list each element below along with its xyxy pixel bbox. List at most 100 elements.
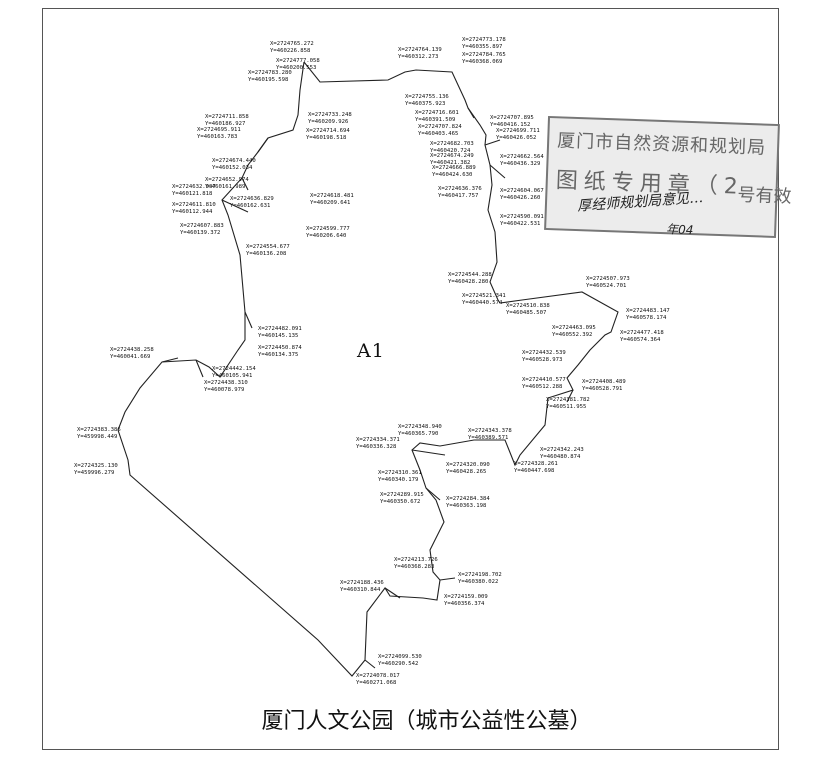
coordinate-y-label: Y=460290.542 <box>378 661 418 667</box>
coordinate-y-label: Y=460209.926 <box>308 119 348 125</box>
coordinate-x-label: X=2724482.091 <box>258 326 302 332</box>
coordinate-y-label: Y=460528.791 <box>582 386 622 392</box>
coordinate-y-label: Y=460310.844 <box>340 587 381 593</box>
coordinate-y-label: Y=460078.979 <box>204 387 244 393</box>
coordinate-y-label: Y=460209.641 <box>310 200 350 206</box>
coordinate-y-label: Y=459998.449 <box>77 434 117 440</box>
coordinate-x-label: X=2724755.136 <box>405 94 449 100</box>
coordinate-y-label: Y=460511.955 <box>546 404 586 410</box>
coordinate-x-label: X=2724695.911 <box>197 127 241 133</box>
coordinate-x-label: X=2724099.530 <box>378 654 422 660</box>
coordinate-y-label: Y=460195.598 <box>248 77 289 83</box>
coordinate-y-label: Y=460524.701 <box>586 283 626 289</box>
coordinate-y-label: Y=460112.944 <box>172 209 213 215</box>
coordinate-y-label: Y=460200.553 <box>276 65 316 71</box>
coordinate-x-label: X=2724783.280 <box>248 70 292 76</box>
parcel-boundary-line <box>117 61 619 677</box>
coordinate-y-label: Y=460380.022 <box>458 579 498 585</box>
coordinate-y-label: Y=460480.874 <box>540 454 581 460</box>
coordinate-y-label: Y=460134.375 <box>258 352 298 358</box>
coordinate-y-label: Y=460426.260 <box>500 195 540 201</box>
coordinate-x-label: X=2724674.440 <box>212 158 256 164</box>
coordinate-x-label: X=2724590.091 <box>500 214 544 220</box>
coordinate-x-label: X=2724408.489 <box>582 379 626 385</box>
coordinate-y-label: Y=460578.174 <box>626 315 667 321</box>
coordinate-y-label: Y=460417.757 <box>438 193 478 199</box>
coordinate-y-label: Y=460340.179 <box>378 477 418 483</box>
coordinate-x-label: X=2724777.058 <box>276 58 320 64</box>
coordinate-x-label: X=2724707.895 <box>490 115 534 121</box>
coordinate-x-label: X=2724343.378 <box>468 428 512 434</box>
coordinate-y-label: Y=460312.273 <box>398 54 438 60</box>
coordinate-y-label: Y=460365.790 <box>398 431 438 437</box>
coordinate-y-label: Y=460528.973 <box>522 357 562 363</box>
coordinate-y-label: Y=460350.672 <box>380 499 420 505</box>
coordinate-x-label: X=2724733.248 <box>308 112 352 118</box>
coordinate-x-label: X=2724554.677 <box>246 244 290 250</box>
map-title: 厦门人文公园（城市公益性公墓） <box>261 709 592 734</box>
coordinate-y-label: Y=460403.465 <box>418 131 458 137</box>
coordinate-y-label: Y=460139.372 <box>180 230 220 236</box>
coordinate-y-label: Y=460416.152 <box>490 122 530 128</box>
coordinate-x-label: X=2724636.829 <box>230 196 274 202</box>
coordinate-y-label: Y=460161.989 <box>205 184 245 190</box>
coordinate-y-label: Y=460512.288 <box>522 384 563 390</box>
coordinate-y-label: Y=460206.640 <box>306 233 346 239</box>
coordinate-x-label: X=2724699.711 <box>496 128 540 134</box>
coordinate-x-label: X=2724483.147 <box>626 308 670 314</box>
handwritten-date: 年04 <box>665 222 694 238</box>
coordinate-y-label: Y=460391.509 <box>415 117 455 123</box>
coordinate-y-label: Y=460356.374 <box>444 601 485 607</box>
coordinate-x-label: X=2724618.481 <box>310 193 354 199</box>
stamp-line-1: 厦门市自然资源和规划局 <box>556 130 767 159</box>
coordinate-x-label: X=2724442.154 <box>212 366 256 372</box>
coordinate-x-label: X=2724381.782 <box>546 397 590 403</box>
coordinate-x-label: X=2724711.858 <box>205 114 249 120</box>
approval-stamp: 厦门市自然资源和规划局 图纸专用章（2 号有效 厚经师规划局意见… 年04 <box>544 115 792 239</box>
coordinate-x-label: X=2724328.261 <box>514 461 558 467</box>
coordinate-y-label: Y=460426.052 <box>496 135 536 141</box>
coordinate-x-label: X=2724284.384 <box>446 496 490 502</box>
coordinate-x-label: X=2724604.067 <box>500 188 544 194</box>
coordinate-x-label: X=2724682.703 <box>430 141 474 147</box>
coordinate-x-label: X=2724666.889 <box>432 165 476 171</box>
coordinate-y-label: Y=460336.328 <box>356 444 397 450</box>
coordinate-y-label: Y=460485.507 <box>506 310 546 316</box>
coordinate-y-label: Y=460121.818 <box>172 191 213 197</box>
coordinate-x-label: X=2724213.726 <box>394 557 438 563</box>
coordinate-x-label: X=2724188.436 <box>340 580 384 586</box>
coordinate-x-label: X=2724773.178 <box>462 37 506 43</box>
coordinate-y-label: Y=459996.279 <box>74 470 114 476</box>
coordinate-y-label: Y=460428.280 <box>448 279 488 285</box>
coordinate-y-label: Y=460368.283 <box>394 564 434 570</box>
coordinate-y-label: Y=460136.208 <box>246 251 287 257</box>
coordinate-y-label: Y=460422.531 <box>500 221 540 227</box>
coordinate-x-label: X=2724410.577 <box>522 377 566 383</box>
coordinate-x-label: X=2724320.090 <box>446 462 490 468</box>
coordinate-x-label: X=2724477.418 <box>620 330 664 336</box>
coordinate-x-label: X=2724716.601 <box>415 110 459 116</box>
coordinate-y-label: Y=460226.858 <box>270 48 311 54</box>
coordinate-y-label: Y=460355.897 <box>462 44 502 50</box>
coordinate-x-label: X=2724714.694 <box>306 128 350 134</box>
coordinate-y-label: Y=460271.068 <box>356 680 397 686</box>
coordinate-x-label: X=2724611.810 <box>172 202 216 208</box>
coordinate-y-label: Y=460375.923 <box>405 101 445 107</box>
coordinate-y-label: Y=460152.034 <box>212 165 253 171</box>
coordinate-x-label: X=2724383.386 <box>77 427 121 433</box>
coordinate-labels: X=2724765.272Y=460226.858X=2724777.058Y=… <box>74 37 670 686</box>
map-sheet <box>42 8 779 750</box>
stamp-line-3: 号有效 <box>737 184 792 208</box>
coordinate-y-label: Y=460447.698 <box>514 468 555 474</box>
coordinate-y-label: Y=460574.364 <box>620 337 661 343</box>
coordinate-x-label: X=2724636.376 <box>438 186 482 192</box>
coordinate-x-label: X=2724432.539 <box>522 350 566 356</box>
coordinate-x-label: X=2724544.288 <box>448 272 492 278</box>
coordinate-x-label: X=2724348.940 <box>398 424 442 430</box>
coordinate-x-label: X=2724607.883 <box>180 223 224 229</box>
coordinate-x-label: X=2724325.130 <box>74 463 118 469</box>
coordinate-x-label: X=2724198.702 <box>458 572 502 578</box>
coordinate-x-label: X=2724438.310 <box>204 380 248 386</box>
coordinate-x-label: X=2724707.824 <box>418 124 462 130</box>
